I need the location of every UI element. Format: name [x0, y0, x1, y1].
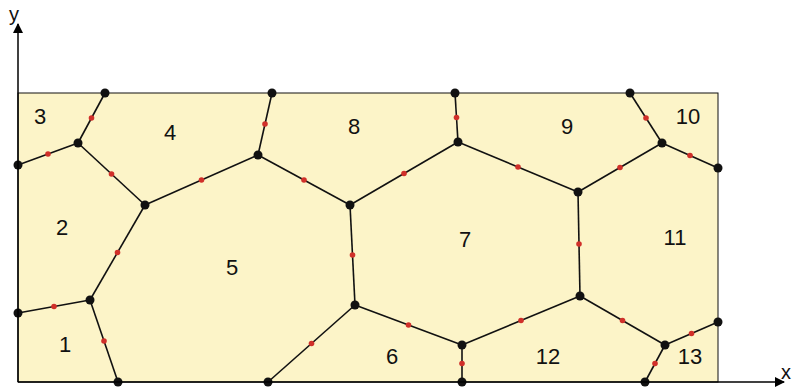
- region-number: 9: [561, 116, 573, 138]
- midpoint-dot: [518, 318, 524, 324]
- grain-boundary: [90, 300, 118, 382]
- midpoint-dot: [309, 341, 315, 347]
- boundary-points: [14, 89, 723, 387]
- grain-boundary: [662, 143, 718, 168]
- midpoint-dot: [350, 252, 356, 258]
- grain-boundary: [350, 205, 355, 305]
- vertex-dot: [351, 301, 360, 310]
- grain-boundary: [145, 155, 258, 205]
- grain-boundary: [78, 93, 105, 143]
- grain-boundary: [645, 345, 665, 382]
- region-number: 10: [676, 106, 700, 128]
- region-number: 3: [34, 106, 46, 128]
- midpoint-dot: [301, 177, 307, 183]
- midpoint-dot: [620, 318, 626, 324]
- midpoint-dot: [109, 171, 115, 177]
- grain-boundary: [78, 143, 145, 205]
- vertex-dot: [454, 138, 463, 147]
- grain-boundary: [350, 142, 458, 205]
- grain-boundary: [268, 305, 355, 382]
- vertex-dot: [714, 164, 723, 173]
- grain-boundaries: [18, 93, 718, 382]
- midpoint-dot: [643, 115, 649, 121]
- vertex-dot: [101, 89, 110, 98]
- grain-boundary: [578, 143, 662, 192]
- grain-boundary: [630, 93, 662, 143]
- vertex-dot: [254, 151, 263, 160]
- midpoint-dot: [406, 322, 412, 328]
- grain-boundary: [458, 142, 578, 192]
- midpoint-dot: [687, 153, 693, 159]
- midpoint-dot: [262, 121, 268, 127]
- midpoint-dot: [101, 338, 107, 344]
- region-number: 7: [459, 229, 471, 251]
- axis-label: y: [9, 4, 19, 24]
- specimen-region: [18, 93, 718, 382]
- x-axis: [18, 381, 784, 383]
- vertex-dot: [714, 318, 723, 327]
- midpoint-dot: [576, 241, 582, 247]
- vertex-dot: [658, 139, 667, 148]
- vertex-dot: [458, 341, 467, 350]
- vertex-dot: [74, 139, 83, 148]
- midpoint-dot: [454, 115, 460, 121]
- grain-boundary: [665, 322, 718, 345]
- vertex-dot: [141, 201, 150, 210]
- vertex-dot: [574, 188, 583, 197]
- region-number: 6: [386, 346, 398, 368]
- region-number: 1: [59, 334, 71, 356]
- grain-boundary: [90, 205, 145, 300]
- grain-boundary: [18, 300, 90, 313]
- y-axis: [17, 24, 19, 382]
- vertex-dot: [661, 341, 670, 350]
- axis-label: x: [781, 362, 791, 382]
- grain-boundary: [18, 143, 78, 165]
- vertex-dot: [451, 89, 460, 98]
- midpoint-dot: [459, 361, 465, 367]
- midpoint-dot: [199, 177, 205, 183]
- grain-boundary: [258, 93, 272, 155]
- midpoint-dot: [515, 164, 521, 170]
- midpoint-dot: [51, 304, 57, 310]
- midpoint-dot: [115, 250, 121, 256]
- region-number: 12: [536, 346, 560, 368]
- region-number: 5: [226, 257, 238, 279]
- region-number: 8: [348, 116, 360, 138]
- vertex-dot: [268, 89, 277, 98]
- midpoint-dot: [401, 171, 407, 177]
- vertex-dot: [576, 292, 585, 301]
- midpoint-dot: [617, 165, 623, 171]
- grain-boundary: [258, 155, 350, 205]
- midpoint-dot: [89, 115, 95, 121]
- vertex-dot: [626, 89, 635, 98]
- region-number: 2: [56, 217, 68, 239]
- midpoint-dot: [689, 331, 695, 337]
- region-number: 13: [678, 346, 702, 368]
- midpoint-dot: [652, 361, 658, 367]
- region-number: 4: [164, 122, 176, 144]
- grain-boundary: [462, 296, 580, 345]
- vertex-dot: [86, 296, 95, 305]
- region-number: 11: [664, 227, 687, 249]
- midpoint-dot: [45, 151, 51, 157]
- vertex-dot: [346, 201, 355, 210]
- grain-boundary: [580, 296, 665, 345]
- grain-boundary: [355, 305, 462, 345]
